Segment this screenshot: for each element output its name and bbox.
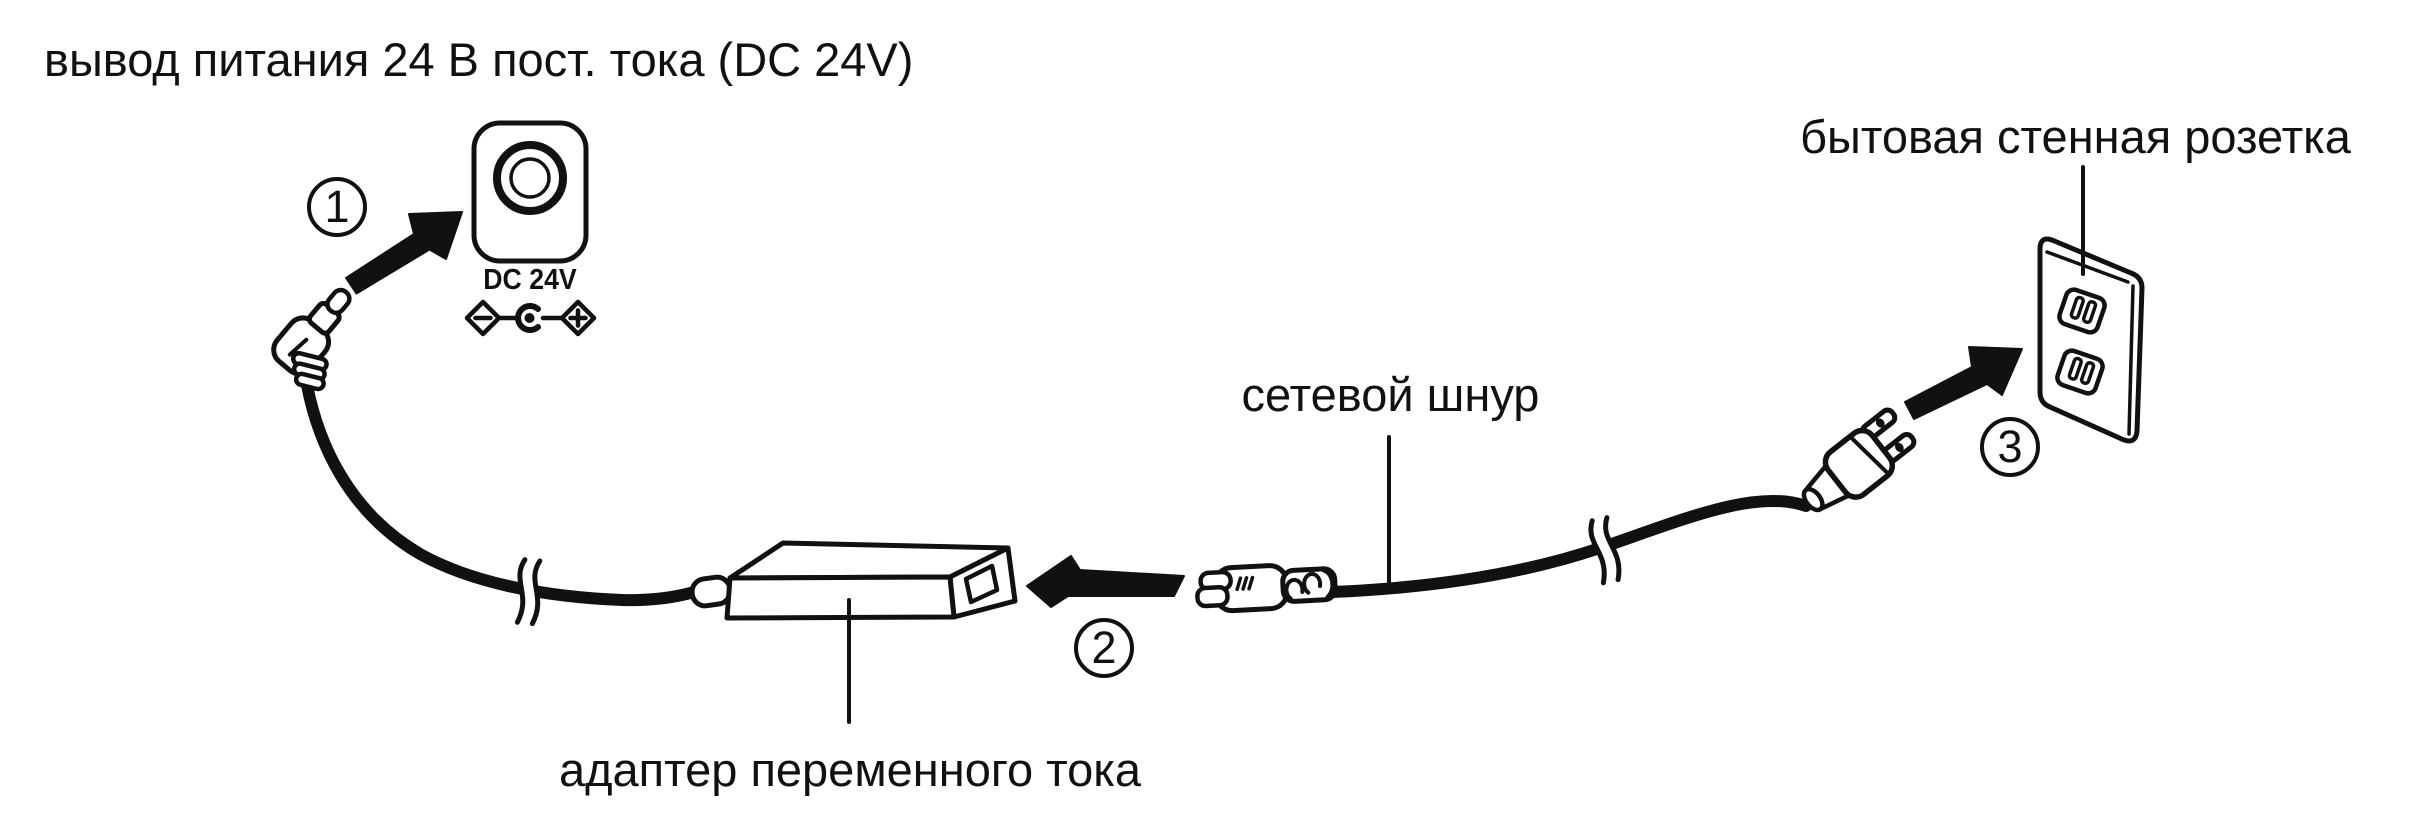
ac-adapter-label: адаптер переменного тока [558, 743, 1142, 796]
power-cord-connector-icon [1195, 563, 1338, 614]
dc-24v-jack-icon [471, 120, 589, 264]
outlet-socket [2057, 287, 2107, 335]
step-2-number: 2 [1091, 622, 1117, 673]
step-2-badge: 2 [1074, 618, 1134, 678]
power-cord-line [1326, 494, 1812, 598]
insert-arrow-2-icon [1026, 555, 1185, 608]
step-1-badge: 1 [307, 177, 367, 237]
cable-break-icon [514, 552, 543, 631]
step-3-badge: 3 [1980, 417, 2040, 477]
dc-cable-line [301, 379, 707, 607]
diagram-title: вывод питания 24 В пост. тока (DC 24V) [44, 33, 914, 86]
dc-port-label: DC 24V [483, 264, 577, 296]
outlet-socket [2055, 348, 2105, 396]
cable-break-icon [1588, 511, 1622, 589]
wall-outlet-label: бытовая стенная розетка [1800, 110, 2351, 163]
insert-arrow-1-icon [345, 211, 463, 295]
wall-outlet-icon [2037, 236, 2145, 444]
step-3-number: 3 [1997, 421, 2023, 472]
two-prong-plug-icon [1801, 407, 1917, 513]
adapter-inlet-socket [963, 563, 1000, 605]
power-cord-label: сетевой шнур [1241, 368, 1540, 421]
ac-adapter-icon [689, 540, 1018, 621]
polarity-center-positive-icon [464, 299, 597, 337]
insert-arrow-3-icon [1904, 346, 2023, 420]
dc-plug-icon [271, 287, 352, 392]
step-1-number: 1 [324, 181, 350, 232]
